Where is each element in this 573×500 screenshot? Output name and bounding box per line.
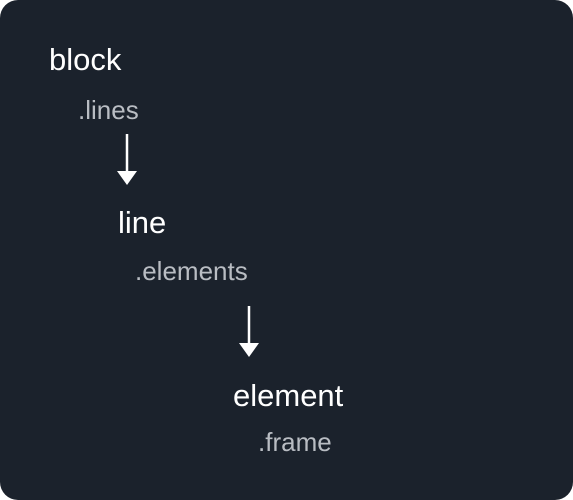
down-arrow-icon: [115, 134, 139, 186]
property-frame: .frame: [258, 427, 332, 457]
node-block: block: [49, 42, 122, 77]
down-arrow-icon: [237, 306, 261, 358]
node-element: element: [233, 378, 344, 413]
property-lines: .lines: [78, 95, 139, 125]
property-elements: .elements: [135, 256, 248, 286]
node-line: line: [118, 205, 167, 240]
